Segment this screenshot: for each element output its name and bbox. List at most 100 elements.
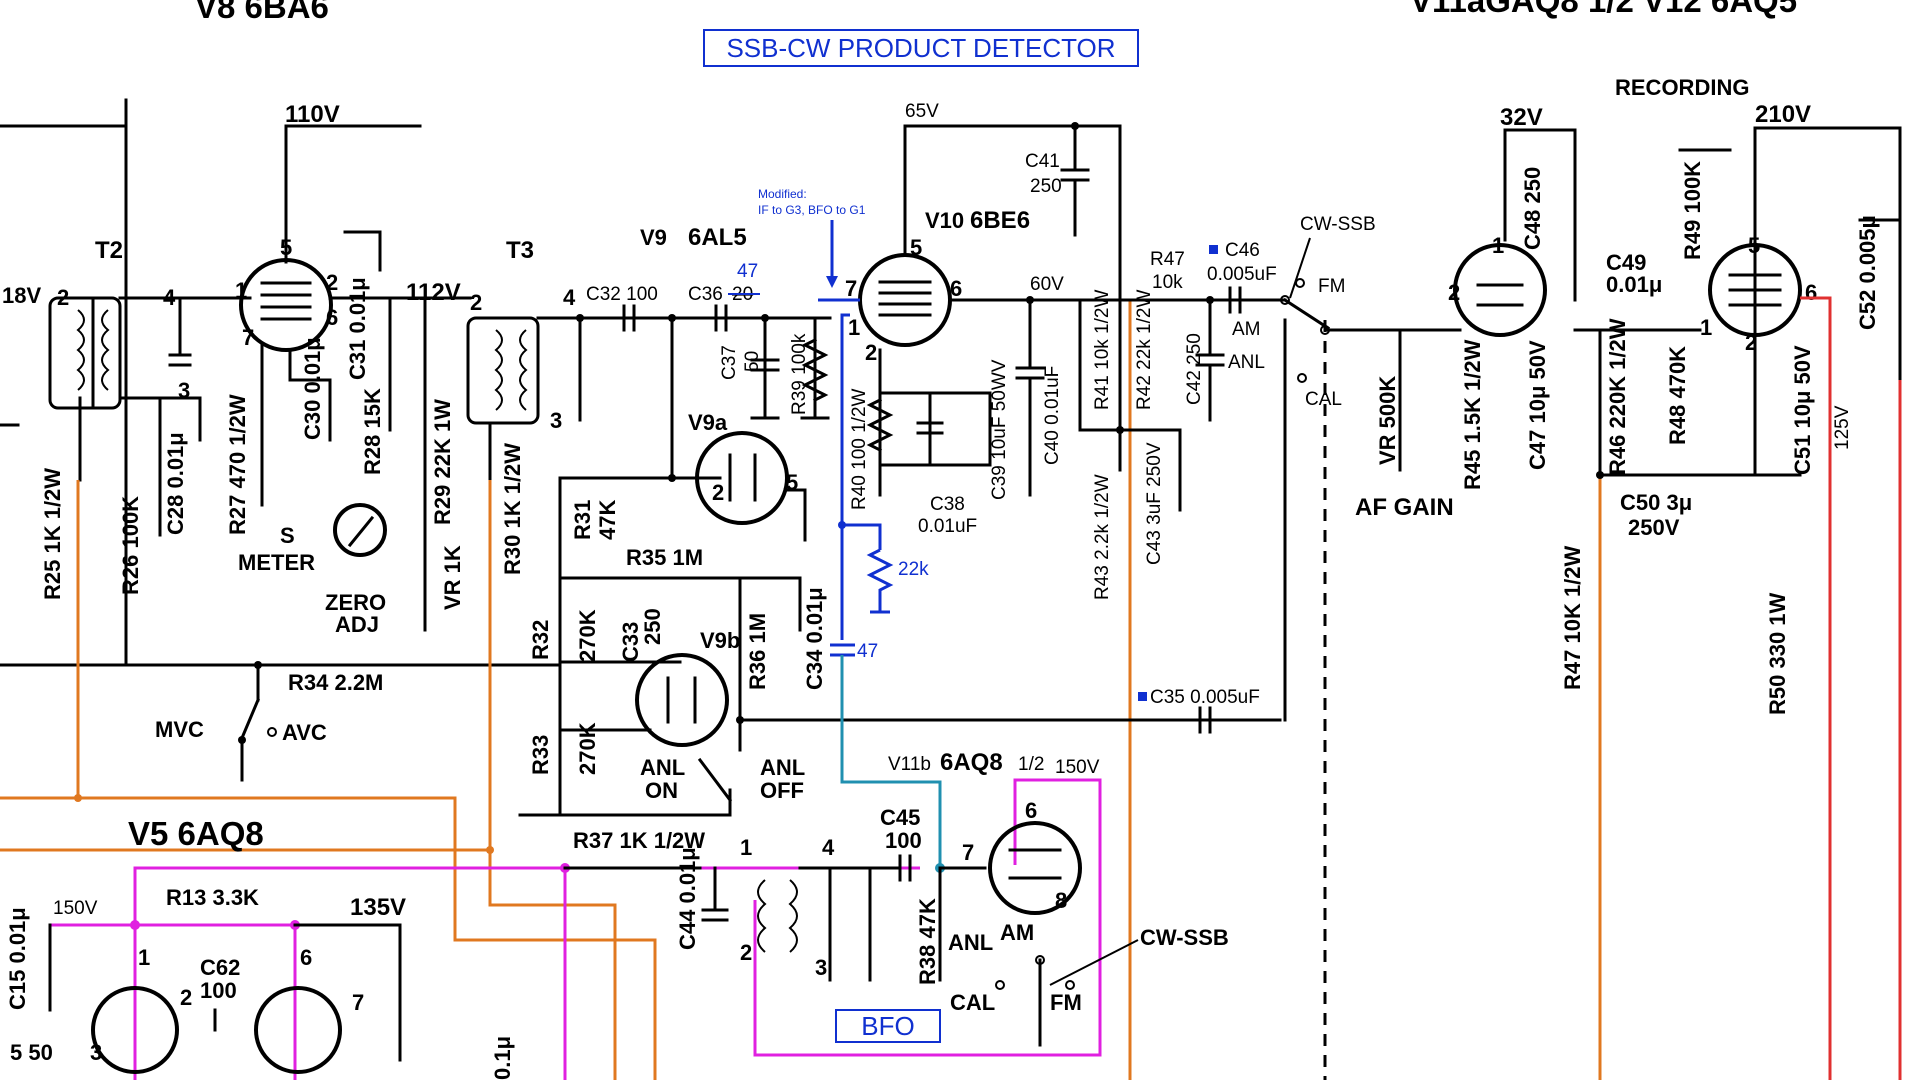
r37-label: R37 1K 1/2W — [573, 828, 705, 853]
v10-type: 6BE6 — [970, 207, 1030, 234]
switch-cal: CAL — [1305, 389, 1342, 410]
svg-text:1: 1 — [740, 835, 752, 860]
svg-text:5: 5 — [910, 235, 922, 260]
zero-adj-label-1: ZERO — [325, 590, 386, 615]
af-gain-label: AF GAIN — [1355, 494, 1454, 521]
svg-text:2: 2 — [740, 940, 752, 965]
c40-label: C40 0.01uF — [1042, 366, 1063, 465]
anl-on-label-1: ANL — [640, 755, 685, 780]
c33-label: C33 — [618, 622, 643, 662]
s-meter-label-2: METER — [238, 550, 315, 575]
r28-label: R28 15K — [360, 388, 385, 475]
r39-label: R39 100k — [789, 333, 810, 415]
tube-label-v8: V8 6BA6 — [195, 0, 329, 25]
r31-label: R31 — [570, 500, 595, 540]
svg-text:3: 3 — [90, 1040, 102, 1065]
c38-label: C38 — [930, 494, 965, 515]
svg-text:7: 7 — [352, 990, 364, 1015]
svg-text:100: 100 — [885, 828, 922, 853]
v9b-label: V9b — [700, 628, 740, 653]
c31-label: C31 0.01μ — [345, 277, 370, 380]
v8-tube — [239, 258, 333, 352]
zero-adj-label-2: ADJ — [335, 612, 379, 637]
r45-label: R45 1.5K 1/2W — [1460, 339, 1485, 490]
v11b-note: 1/2 — [1018, 754, 1044, 775]
svg-text:2: 2 — [865, 340, 877, 365]
svg-text:7: 7 — [242, 325, 254, 350]
c50-voltage: 250V — [1628, 515, 1680, 540]
r40-label: R40 100 1/2W — [849, 388, 870, 510]
switch-anl: ANL — [1228, 352, 1265, 373]
svg-text:6: 6 — [326, 305, 338, 330]
title-box: SSB-CW PRODUCT DETECTOR — [703, 29, 1139, 67]
r30-label: R30 1K 1/2W — [500, 443, 525, 575]
product-detector: Modified: IF to G3, BFO to G1 V10 6BE6 5… — [758, 101, 1402, 734]
svg-text:2: 2 — [1745, 330, 1757, 355]
svg-text:2: 2 — [57, 285, 69, 310]
r47-mod-label: R47 — [1150, 249, 1185, 270]
c48-label: C48 250 — [1520, 167, 1545, 250]
r46-label: R46 220K 1/2W — [1605, 318, 1630, 475]
bfo-switch-cw-ssb: CW-SSB — [1140, 925, 1229, 950]
v9-ref: V9 — [640, 225, 667, 250]
r33-label: R33 — [528, 735, 553, 775]
c36-label: C36 — [688, 284, 723, 305]
v12-tube — [1708, 243, 1802, 337]
svg-text:100: 100 — [200, 978, 237, 1003]
svg-text:2: 2 — [1448, 280, 1460, 305]
voltage-135v: 135V — [350, 894, 406, 921]
r32-label: R32 — [528, 620, 553, 660]
svg-text:2: 2 — [326, 270, 338, 295]
c44-label: C44 0.01μ — [675, 847, 700, 950]
v5-section: V5 6AQ8 150V C15 0.01μ R13 3.3K 135V 1 6… — [5, 815, 920, 1080]
v9a-label: V9a — [688, 410, 728, 435]
voltage-65v: 65V — [905, 101, 939, 122]
voltage-150v-left: 150V — [53, 898, 98, 919]
svg-text:270K: 270K — [575, 609, 600, 662]
c39-label: C39 10uF 50WV — [989, 359, 1010, 500]
mvc-label: MVC — [155, 717, 204, 742]
avc-label: AVC — [282, 720, 327, 745]
c32-label: C32 100 — [586, 284, 658, 305]
c34-label: C34 0.01μ — [802, 587, 827, 690]
svg-text:5: 5 — [1748, 233, 1760, 258]
c52-label: C52 0.005μ — [1855, 215, 1880, 330]
svg-text:1: 1 — [1700, 315, 1712, 340]
svg-text:3: 3 — [815, 955, 827, 980]
svg-text:2: 2 — [470, 290, 482, 315]
svg-text:50: 50 — [742, 351, 763, 372]
svg-text:47K: 47K — [595, 500, 620, 540]
c49-label: C49 — [1606, 250, 1646, 275]
v11b-type: 6AQ8 — [940, 749, 1003, 776]
t2-label: T2 — [95, 237, 123, 264]
c37-label: C37 — [719, 345, 740, 380]
r47-mod-value: 10k — [1152, 272, 1183, 293]
v11b-ref: V11b — [888, 754, 931, 775]
voltage-112v: 112V — [406, 279, 461, 306]
r-22k-label: 22k — [898, 559, 929, 580]
audio-section: VR 500K AF GAIN 32V 1 2 C48 250 R45 1.5K… — [1355, 75, 1902, 1080]
voltage-210v: 210V — [1755, 101, 1811, 128]
v10-ref: V10 — [925, 208, 964, 233]
v9b-tube — [635, 653, 729, 747]
svg-text:6: 6 — [950, 276, 962, 301]
voltage-60v: 60V — [1030, 274, 1064, 295]
switch-am: AM — [1232, 319, 1261, 340]
r49-label: R49 100K — [1680, 161, 1705, 260]
r25-label: R25 1K 1/2W — [40, 468, 65, 600]
svg-text:7: 7 — [845, 276, 857, 301]
svg-text:8: 8 — [1055, 888, 1067, 913]
tube-label-v11a-v12: V11aGAQ8 1/2 V12 6AQ5 — [1410, 0, 1797, 19]
c35-label: C35 0.005uF — [1150, 687, 1260, 708]
voltage-110v: 110V — [285, 101, 340, 128]
voltage-125v: 125V — [1832, 405, 1853, 450]
bfo-box — [835, 1009, 941, 1043]
switch-cw-ssb: CW-SSB — [1300, 214, 1376, 235]
voltage-150v-bfo: 150V — [1055, 757, 1100, 778]
voltage-18v: 18V — [2, 283, 41, 308]
svg-text:250: 250 — [640, 608, 665, 645]
svg-text:1: 1 — [138, 945, 150, 970]
c49-value: 0.01μ — [1606, 272, 1662, 297]
orange-ht-wiring — [0, 300, 1602, 1080]
